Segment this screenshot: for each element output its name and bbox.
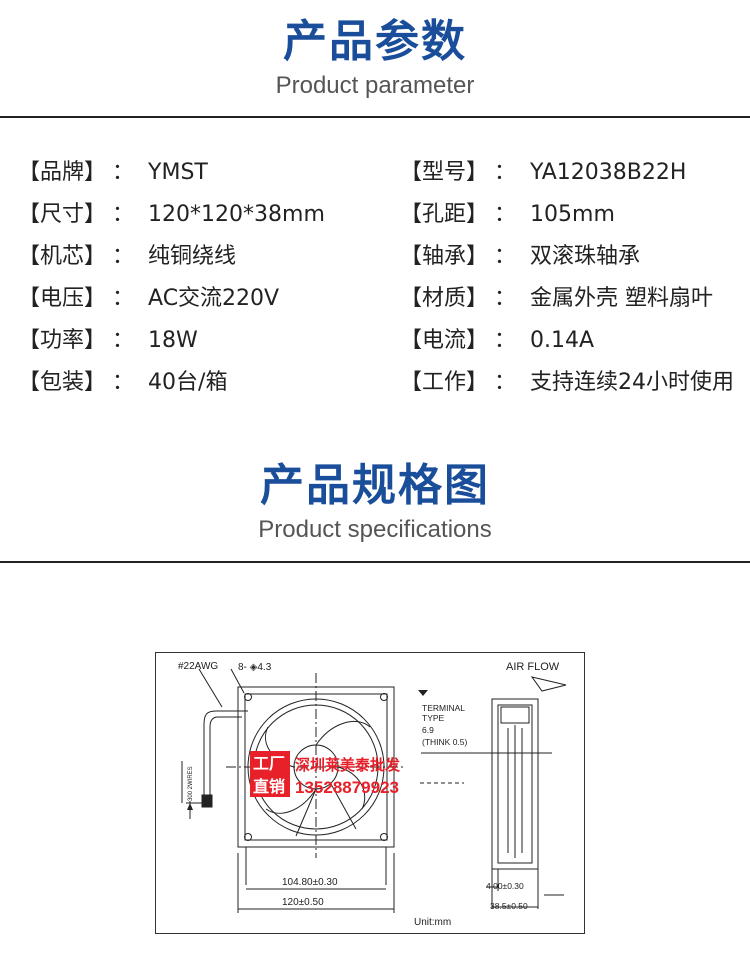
param-key: 【尺寸】 (18, 202, 107, 227)
divider (0, 116, 750, 118)
watermark-company: 深圳莱美泰批发 (295, 756, 401, 774)
param-value: 105mm (530, 202, 615, 227)
param-colon: ： (494, 328, 517, 353)
param-colon: ： (112, 244, 135, 269)
section-subtitle: Product parameter (275, 72, 475, 99)
wire-gauge-label: #22AWG (178, 661, 218, 672)
param-model: 【型号】： YA12038B22H (400, 152, 686, 194)
param-row: 【机芯】：纯铜绕线 【轴承】：双滚珠轴承 (0, 236, 750, 278)
param-hole-spacing: 【孔距】： 105mm (400, 194, 615, 236)
mount-hole (244, 693, 252, 701)
terminal-label: TYPE (422, 713, 445, 723)
param-motor: 【机芯】： 纯铜绕线 (18, 236, 236, 278)
param-row: 【功率】：18W 【电流】：0.14A (0, 320, 750, 362)
divider (0, 561, 750, 563)
param-key: 【孔距】 (400, 202, 489, 227)
param-operation: 【工作】： 支持连续24小时使用 (400, 362, 734, 404)
param-packaging: 【包装】： 40台/箱 (18, 362, 227, 404)
param-size: 【尺寸】： 120*120*38mm (18, 194, 325, 236)
param-current: 【电流】： 0.14A (400, 320, 594, 362)
wires-label: 300 2WIRES (188, 766, 194, 801)
air-flow-label: AIR FLOW (506, 661, 560, 673)
param-key: 【轴承】 (400, 244, 489, 269)
param-key: 【机芯】 (18, 244, 107, 269)
param-value: 纯铜绕线 (148, 244, 237, 269)
param-row: 【电压】：AC交流220V 【材质】：金属外壳 塑料扇叶 (0, 278, 750, 320)
param-colon: ： (112, 202, 135, 227)
param-value: 0.14A (530, 328, 595, 353)
watermark-phone: 13528879923 (295, 778, 399, 797)
dim-hole-spacing: 104.80±0.30 (282, 877, 338, 888)
param-value: 金属外壳 塑料扇叶 (530, 286, 714, 311)
param-value: YA12038B22H (530, 160, 687, 185)
section-subtitle: Product specifications (258, 516, 492, 543)
param-brand: 【品牌】： YMST (18, 152, 208, 194)
unit-label: Unit:mm (414, 917, 451, 928)
param-bearing: 【轴承】： 双滚珠轴承 (400, 236, 640, 278)
dim-side-small: 4.00±0.30 (486, 881, 524, 891)
watermark: 工厂 直销 深圳莱美泰批发 13528879923 (250, 751, 401, 797)
param-colon: ： (112, 370, 135, 395)
param-colon: ： (494, 286, 517, 311)
param-value: 支持连续24小时使用 (530, 370, 735, 395)
param-key: 【包装】 (18, 370, 107, 395)
param-value: AC交流220V (148, 286, 280, 311)
param-power: 【功率】： 18W (18, 320, 198, 362)
param-key: 【材质】 (400, 286, 489, 311)
watermark-badge-line1: 工厂 (253, 756, 285, 773)
param-row: 【品牌】：YMST 【型号】：YA12038B22H (0, 152, 750, 194)
wire-connector (201, 794, 213, 808)
arrow-icon (187, 803, 193, 810)
terminal-label: (THINK 0.5) (422, 737, 468, 747)
param-colon: ： (494, 202, 517, 227)
param-colon: ： (112, 286, 135, 311)
section-title: 产品规格图 (260, 460, 490, 511)
mount-hole (380, 693, 388, 701)
param-key: 【电压】 (18, 286, 107, 311)
fan-technical-drawing: #22AWG 8- ◈4.3 AIR FLOW TERMINAL TYPE 6.… (178, 661, 567, 928)
param-row: 【尺寸】：120*120*38mm 【孔距】：105mm (0, 194, 750, 236)
param-value: 双滚珠轴承 (530, 244, 641, 269)
param-material: 【材质】： 金属外壳 塑料扇叶 (400, 278, 713, 320)
param-colon: ： (494, 370, 517, 395)
param-value: 40台/箱 (148, 370, 228, 395)
param-value: YMST (148, 160, 208, 185)
terminal-label: TERMINAL (422, 703, 465, 713)
air-flow-arrow-icon (530, 676, 567, 692)
param-colon: ： (494, 160, 517, 185)
param-key: 【型号】 (400, 160, 489, 185)
param-key: 【功率】 (18, 328, 107, 353)
param-colon: ： (494, 244, 517, 269)
param-value: 18W (148, 328, 198, 353)
fan-side-view (491, 698, 539, 870)
dim-width: 120±0.50 (282, 897, 324, 908)
watermark-badge-line2: 直销 (253, 777, 285, 796)
holes-label: 8- ◈4.3 (238, 662, 272, 673)
param-colon: ： (112, 160, 135, 185)
param-row: 【包装】：40台/箱 【工作】：支持连续24小时使用 (0, 362, 750, 404)
section-title: 产品参数 (283, 16, 467, 67)
param-key: 【品牌】 (18, 160, 107, 185)
param-value: 120*120*38mm (148, 202, 325, 227)
spec-drawing: #22AWG 8- ◈4.3 AIR FLOW TERMINAL TYPE 6.… (155, 652, 585, 934)
arrow-icon (418, 690, 428, 696)
watermark-badge (250, 751, 290, 797)
param-key: 【电流】 (400, 328, 489, 353)
param-key: 【工作】 (400, 370, 489, 395)
mount-hole (380, 833, 388, 841)
terminal-label: 6.9 (422, 725, 434, 735)
mount-hole (244, 833, 252, 841)
param-voltage: 【电压】： AC交流220V (18, 278, 279, 320)
param-colon: ： (112, 328, 135, 353)
dim-depth: 38.5±0.50 (490, 901, 528, 911)
lead-wire (203, 710, 248, 795)
